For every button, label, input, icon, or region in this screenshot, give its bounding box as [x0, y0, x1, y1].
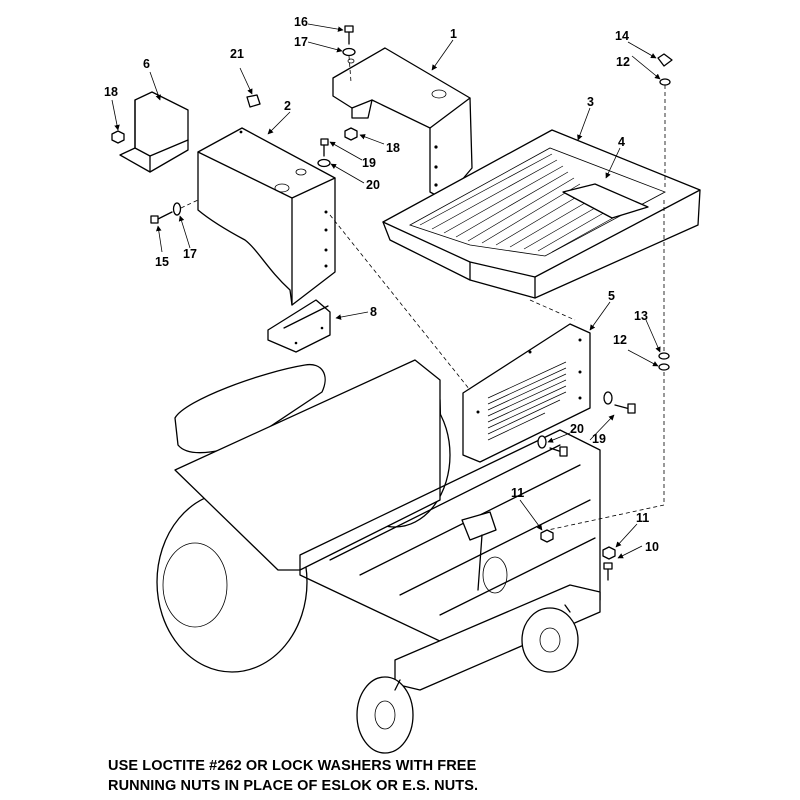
- callout-8: 8: [370, 305, 377, 319]
- part-2-side-panel: [197, 127, 336, 306]
- part-6-bracket: [119, 91, 189, 173]
- callout-21: 21: [230, 47, 244, 61]
- callout-5: 5: [608, 289, 615, 303]
- part-1-rear-cover: [332, 47, 473, 201]
- callout-19a: 19: [362, 156, 376, 170]
- callout-14: 14: [615, 29, 629, 43]
- callout-6: 6: [143, 57, 150, 71]
- part-3-seat: [382, 129, 701, 299]
- callout-20b: 20: [570, 422, 584, 436]
- callout-17a: 17: [294, 35, 308, 49]
- callout-11a: 11: [511, 486, 524, 500]
- fasteners: [111, 25, 673, 581]
- assembly-note-line-2: RUNNING NUTS IN PLACE OF ESLOK OR E.S. N…: [108, 778, 479, 794]
- callout-1: 1: [450, 27, 457, 41]
- callout-10: 10: [645, 540, 659, 554]
- callout-15: 15: [155, 255, 169, 269]
- callout-12b: 12: [613, 333, 627, 347]
- callout-13: 13: [634, 309, 648, 323]
- leader-lines: [111, 23, 661, 559]
- callout-18b: 18: [386, 141, 400, 155]
- part-8-bracket: [267, 299, 331, 353]
- callout-3: 3: [587, 95, 594, 109]
- callout-18a: 18: [104, 85, 118, 99]
- callout-19b: 19: [592, 432, 606, 446]
- callout-2: 2: [284, 99, 291, 113]
- callout-11b: 11: [636, 511, 649, 525]
- callout-17b: 17: [183, 247, 197, 261]
- part-5-vent-panel: [462, 323, 591, 463]
- callout-12a: 12: [616, 55, 630, 69]
- assembly-note-line-1: USE LOCTITE #262 OR LOCK WASHERS WITH FR…: [108, 758, 477, 774]
- callout-16: 16: [294, 15, 308, 29]
- callout-labels: 1 2 3 4 5 6 8 10 11 11 12 12 13 14 15 16…: [104, 15, 659, 554]
- callout-4: 4: [618, 135, 625, 149]
- callout-20a: 20: [366, 178, 380, 192]
- frame-assembly: [156, 359, 601, 754]
